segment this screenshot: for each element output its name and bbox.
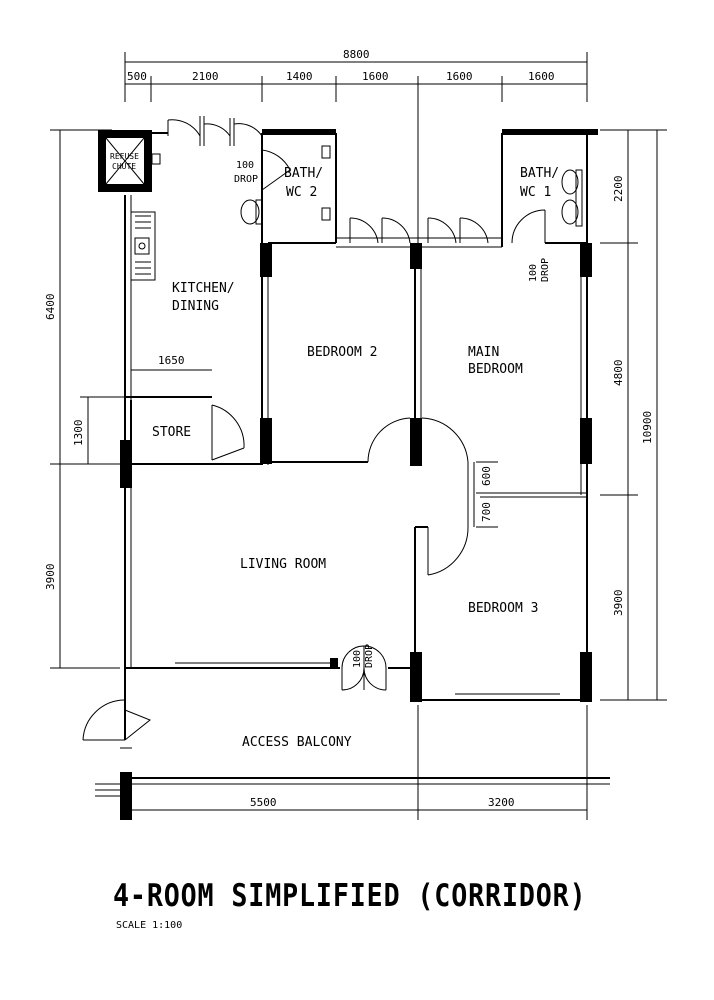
refuse-chute: REFUSE CHUTE [98, 130, 161, 192]
bath-wc1-label-1: BATH/ [520, 166, 559, 181]
bedroom3-door[interactable] [427, 526, 469, 576]
main-entry-door[interactable] [82, 699, 151, 749]
bath-wc2-label-1: BATH/ [284, 166, 323, 181]
store-door[interactable] [211, 404, 245, 461]
dim-top-1600c: 1600 [528, 70, 555, 83]
floor-plan: 8800 500 2100 1400 1600 1600 1600 6400 1… [44, 48, 667, 820]
bedroom3-label: BEDROOM 3 [468, 601, 538, 616]
living-balcony-door[interactable] [341, 645, 387, 691]
dim-right-10900: 10900 [641, 411, 654, 444]
kitchen-label-1: KITCHEN/ [172, 281, 235, 296]
columns [120, 243, 592, 820]
walls [95, 129, 610, 797]
access-balcony-label: ACCESS BALCONY [242, 735, 352, 750]
bath-wc1-door[interactable] [511, 209, 546, 244]
dim-top-1600b: 1600 [446, 70, 473, 83]
dim-bottom-3200: 3200 [488, 796, 515, 809]
dimension-bottom: 5500 3200 [124, 705, 588, 820]
dim-left-3900: 3900 [44, 564, 57, 591]
refuse-chute-label-2: CHUTE [112, 162, 136, 171]
main-bedroom-door[interactable] [427, 217, 489, 244]
main-bedroom-corridor-door[interactable] [421, 417, 475, 527]
doors [82, 116, 546, 749]
bedroom2-label: BEDROOM 2 [307, 345, 377, 360]
door-700-label: 700 [480, 502, 493, 522]
dim-top-total: 8800 [343, 48, 370, 61]
dim-top-2100: 2100 [192, 70, 219, 83]
bedroom2-living-door[interactable] [367, 417, 411, 463]
dim-right-2200: 2200 [612, 176, 625, 203]
main-bedroom-label-2: BEDROOM [468, 362, 523, 377]
dim-right-4800: 4800 [612, 360, 625, 387]
wc1-toilet-icon [561, 169, 583, 227]
dim-top-1400: 1400 [286, 70, 313, 83]
wc2-shower-icon [321, 145, 331, 221]
dim-left-6400: 6400 [44, 294, 57, 321]
wc2-drop-label-1: 100 [236, 160, 254, 171]
refuse-chute-label-1: REFUSE [110, 152, 139, 161]
dimension-top: 8800 500 2100 1400 1600 1600 1600 [124, 48, 588, 250]
store-width-label: 1650 [158, 354, 185, 367]
plan-title: 4-ROOM SIMPLIFIED (CORRIDOR) [113, 878, 587, 914]
bath-wc2-label-2: WC 2 [286, 185, 317, 200]
dim-right-3900: 3900 [612, 590, 625, 617]
dim-bottom-5500: 5500 [250, 796, 277, 809]
main-bedroom-label-1: MAIN [468, 345, 499, 360]
plan-scale: SCALE 1:100 [116, 920, 183, 931]
kitchen-entry-door[interactable] [167, 116, 263, 146]
dim-top-1600a: 1600 [362, 70, 389, 83]
dim-left-1300: 1300 [72, 420, 85, 447]
door-600-label: 600 [480, 466, 493, 486]
wc2-drop-label-2: DROP [234, 174, 258, 185]
kitchen-sink-icon [130, 211, 156, 281]
bedroom2-door[interactable] [349, 217, 411, 244]
bath-wc1-label-2: WC 1 [520, 185, 551, 200]
living-drop-label-1: 100 [352, 650, 363, 668]
wc2-toilet-icon [240, 199, 263, 225]
kitchen-label-2: DINING [172, 299, 219, 314]
bath-wc2-door[interactable] [261, 149, 291, 191]
dim-top-500: 500 [127, 70, 147, 83]
living-room-label: LIVING ROOM [240, 557, 326, 572]
room-labels: BATH/ WC 2 100 DROP BATH/ WC 1 100 DROP … [152, 160, 559, 750]
wc1-drop-label-1: 100 [528, 264, 539, 282]
store-label: STORE [152, 425, 191, 440]
dimension-left: 6400 1300 3900 [44, 129, 125, 669]
living-drop-label-2: DROP [364, 644, 375, 668]
wc1-drop-label-2: DROP [540, 258, 551, 282]
dimension-right: 2200 4800 3900 10900 [600, 129, 667, 701]
